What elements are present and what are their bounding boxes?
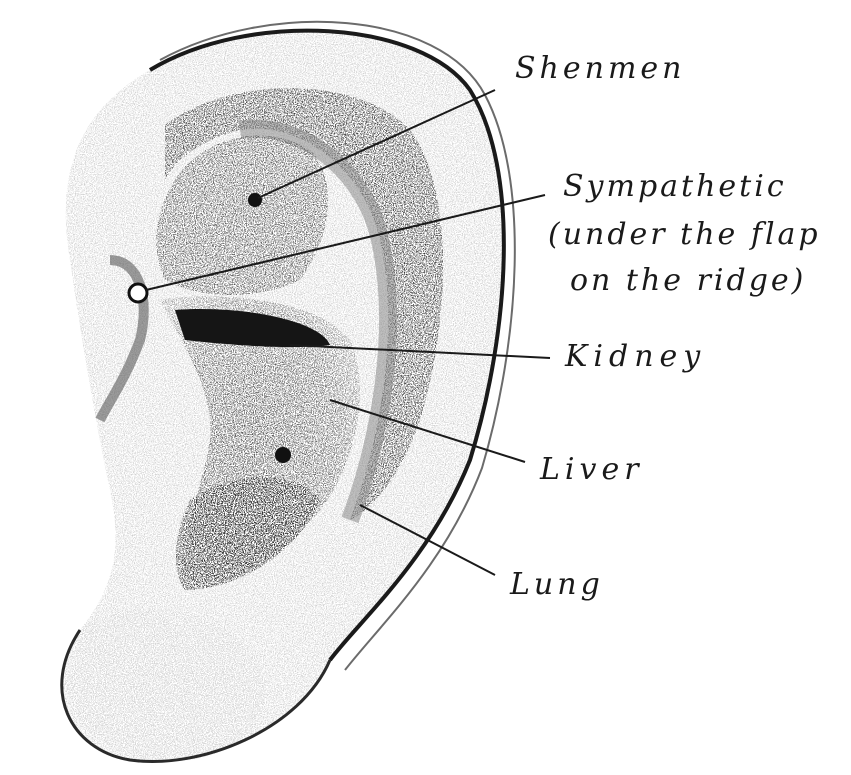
- label-sympathetic: Sympathetic: [563, 172, 787, 202]
- sympathetic-point: [129, 284, 147, 302]
- liver-point: [275, 447, 291, 463]
- shenmen-point: [248, 193, 262, 207]
- label-sympathetic-note-line2: on the ridge): [570, 266, 806, 296]
- label-lung: Lung: [510, 570, 604, 600]
- label-liver: Liver: [540, 455, 644, 485]
- label-shenmen: Shenmen: [515, 54, 685, 84]
- label-sympathetic-note-line1: (under the flap: [548, 220, 821, 250]
- label-kidney: Kidney: [565, 342, 706, 372]
